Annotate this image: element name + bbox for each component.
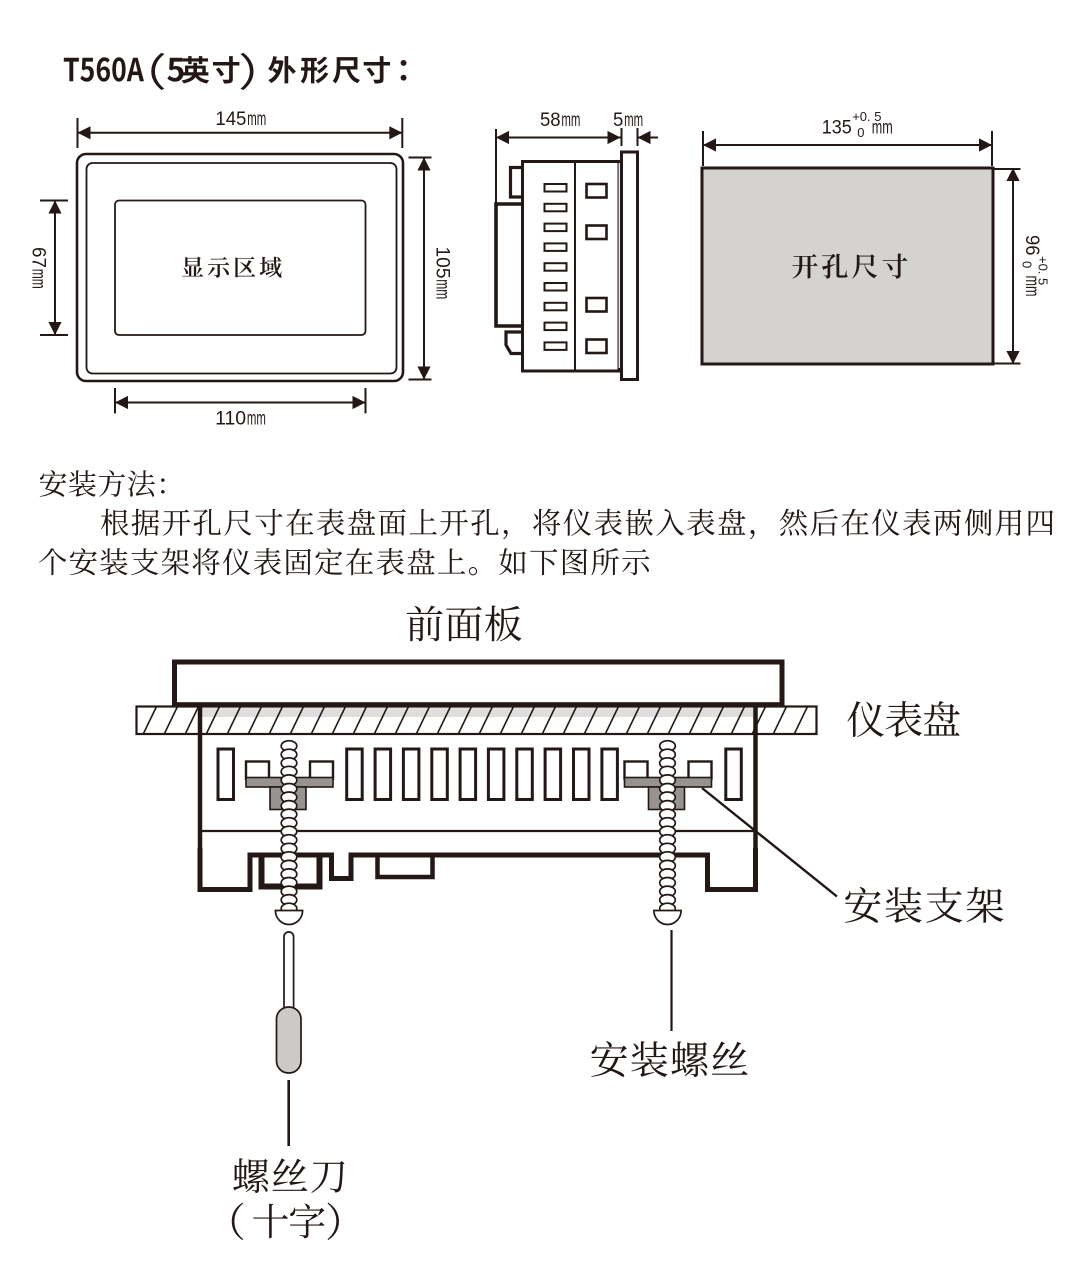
svg-text:mm: mm [247, 408, 266, 430]
svg-text:mm: mm [432, 279, 454, 299]
svg-text:135: 135 [822, 117, 852, 139]
svg-text:mm: mm [1021, 276, 1042, 297]
svg-text:+0. 5: +0. 5 [852, 109, 881, 124]
svg-text:145: 145 [215, 108, 246, 130]
svg-text:mm: mm [872, 117, 893, 138]
svg-text:5: 5 [613, 109, 623, 131]
svg-text:110: 110 [215, 408, 246, 430]
svg-text:58: 58 [540, 109, 561, 131]
svg-text:mm: mm [624, 109, 643, 131]
svg-text:96: 96 [1021, 235, 1043, 256]
svg-text:105: 105 [432, 247, 454, 279]
svg-text:67: 67 [28, 247, 50, 268]
svg-text:0: 0 [857, 125, 864, 140]
svg-text:+0. 5: +0. 5 [1036, 256, 1051, 285]
svg-text:mm: mm [247, 108, 266, 130]
svg-text:mm: mm [28, 269, 50, 289]
svg-text:0: 0 [1020, 261, 1035, 268]
svg-text:mm: mm [561, 109, 580, 131]
